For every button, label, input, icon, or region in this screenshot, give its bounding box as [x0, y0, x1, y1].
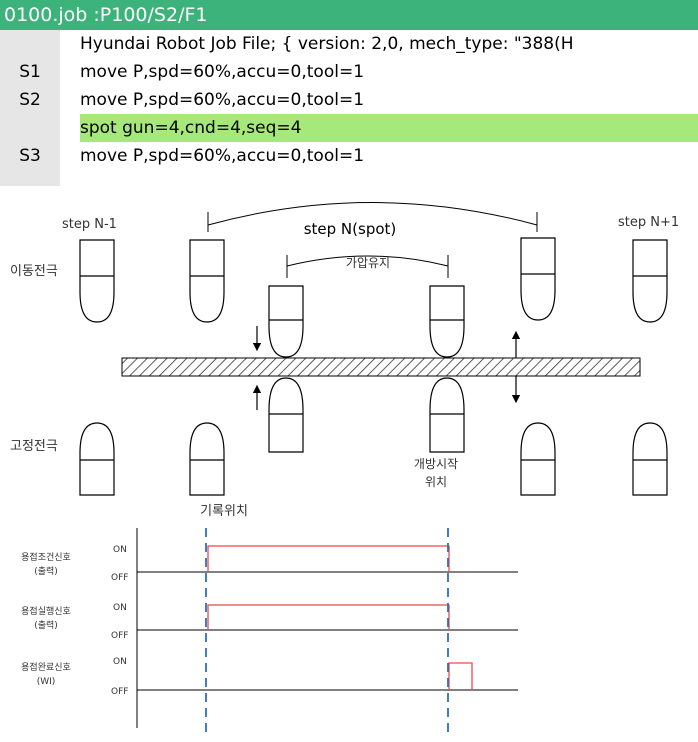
code-text: Hyundai Robot Job File; { version: 2,0, …	[80, 34, 574, 54]
spot-welding-diagram: step N-1 step N(spot) step N+1 가압유지 이동전극…	[10, 202, 679, 736]
current-line-highlight	[80, 114, 698, 142]
code-line-highlighted[interactable]: spot gun=4,cnd=4,seq=4	[0, 114, 698, 142]
fixed-electrode-label: 고정전극	[10, 439, 58, 454]
signal-name: 용접조건신호	[21, 551, 71, 563]
weld-execute-pulse	[207, 604, 450, 630]
lower-electrode-spot-start	[189, 422, 225, 496]
lower-electrode-pressing-2	[429, 377, 465, 453]
moving-electrode-label: 이동전극	[10, 264, 58, 279]
signal-sub: (출력)	[34, 565, 58, 577]
pressure-hold-arc	[286, 255, 449, 278]
code-line[interactable]: Hyundai Robot Job File; { version: 2,0, …	[0, 30, 698, 58]
code-line[interactable]: S2 move P,spd=60%,accu=0,tool=1	[0, 86, 698, 114]
workpiece-plate	[121, 357, 641, 377]
upper-electrode-pressing-1	[268, 285, 304, 358]
on-label: ON	[113, 657, 127, 667]
line-number: S1	[19, 62, 41, 82]
step-next-label: step N+1	[618, 215, 679, 230]
timing-chart: 용접조건신호 (출력) ON OFF 용접실행신호 (출력) ON OFF 용접…	[21, 528, 518, 736]
line-number-gutter	[0, 30, 60, 186]
code-text: move P,spd=60%,accu=0,tool=1	[80, 146, 365, 166]
step-prev-label: step N-1	[62, 217, 117, 232]
record-position-label: 기록위치	[200, 504, 248, 519]
job-file-title: 0100.job :P100/S2/F1	[0, 0, 698, 30]
step-spot-label: step N(spot)	[304, 220, 397, 238]
open-start-label-1: 개방시작	[414, 457, 458, 471]
code-editor[interactable]: Hyundai Robot Job File; { version: 2,0, …	[0, 30, 698, 186]
off-label: OFF	[111, 687, 128, 697]
code-text: spot gun=4,cnd=4,seq=4	[80, 118, 302, 138]
upper-electrode-spot-start	[189, 239, 225, 323]
pressure-hold-label: 가압유지	[346, 256, 390, 270]
spot-span-arc	[207, 202, 538, 232]
lower-electrode-pressing-1	[268, 377, 304, 453]
signal-sub: (WI)	[37, 677, 56, 687]
open-start-label-2: 위치	[425, 475, 447, 489]
code-text: move P,spd=60%,accu=0,tool=1	[80, 90, 365, 110]
code-line[interactable]: S1 move P,spd=60%,accu=0,tool=1	[0, 58, 698, 86]
lower-electrode-step-next	[632, 422, 668, 496]
code-text: move P,spd=60%,accu=0,tool=1	[80, 62, 365, 82]
code-line[interactable]: S3 move P,spd=60%,accu=0,tool=1	[0, 142, 698, 170]
upper-electrode-step-next	[632, 239, 668, 323]
on-label: ON	[113, 603, 127, 613]
upper-electrode-spot-end	[520, 237, 556, 321]
upper-electrode-step-prev	[79, 239, 115, 323]
signal-name: 용접실행신호	[21, 605, 71, 617]
signal-name: 용접완료신호	[21, 661, 71, 673]
off-label: OFF	[111, 573, 128, 583]
weld-condition-pulse	[207, 545, 450, 572]
upper-electrode-pressing-2	[429, 285, 465, 358]
off-label: OFF	[111, 631, 128, 641]
weld-complete-pulse	[448, 662, 473, 690]
lower-electrode-step-prev	[79, 422, 115, 496]
line-number: S3	[19, 146, 41, 166]
lower-electrode-spot-end	[520, 422, 556, 496]
line-number: S2	[19, 90, 41, 110]
on-label: ON	[113, 545, 127, 555]
signal-sub: (출력)	[34, 619, 58, 631]
